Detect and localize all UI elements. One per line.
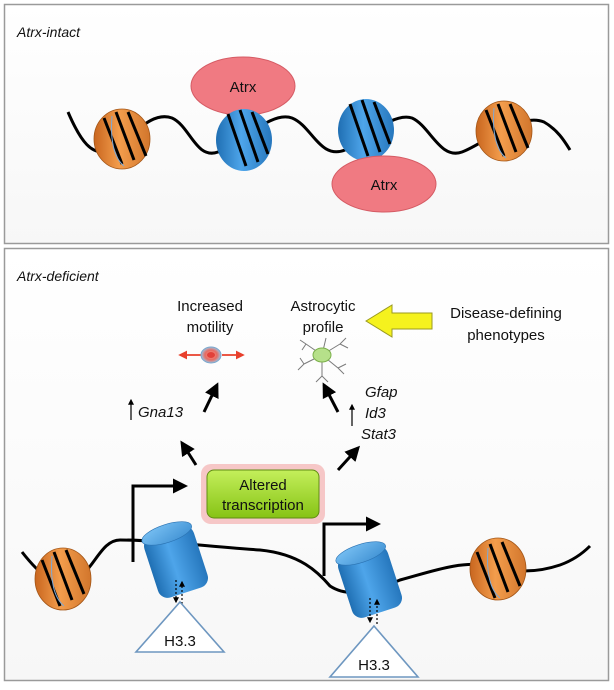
atrx-label-top: Atrx: [230, 79, 257, 96]
nucleosome-orange-top-left: [93, 108, 151, 170]
nucleosome-blue-bottom-left: [141, 521, 209, 598]
astrocytic-profile-line1: Astrocytic: [290, 298, 356, 315]
arrow-to-motility: [202, 382, 219, 413]
panel-top-title: Atrx-intact: [16, 24, 81, 40]
h33-label-right: H3.3: [358, 657, 390, 674]
atrx-protein-bottom: Atrx: [331, 155, 437, 213]
h33-triangle-left: H3.3: [134, 600, 226, 653]
astrocyte-icon: [297, 337, 349, 383]
tss-arrow-left: [131, 478, 188, 562]
arrow-to-gfap: [336, 445, 361, 472]
disease-defining-line1: Disease-defining: [450, 305, 562, 322]
altered-transcription-line1: Altered: [239, 477, 287, 494]
altered-transcription-box: Altered transcription: [201, 464, 325, 524]
nucleosome-blue-top-1: [216, 109, 272, 171]
gene-gfap: Gfap: [365, 384, 398, 401]
altered-transcription-line2: transcription: [222, 497, 304, 514]
atrx-protein-top: Atrx: [190, 56, 296, 116]
nucleosome-blue-bottom-right: [335, 541, 403, 618]
arrow-to-astrocytic: [322, 382, 340, 413]
gene-id3: Id3: [365, 405, 387, 422]
moving-cell-icon: [178, 346, 245, 364]
atrx-label-bottom: Atrx: [371, 177, 398, 194]
yellow-arrow-icon: [365, 304, 433, 338]
gene-gna13: Gna13: [138, 404, 184, 421]
nucleosome-blue-top-2: [338, 99, 394, 161]
increased-motility-line2: motility: [187, 319, 234, 336]
tss-arrow-right: [322, 516, 381, 576]
astrocytic-profile-line2: profile: [303, 319, 344, 336]
gene-stat3: Stat3: [361, 426, 397, 443]
disease-defining-line2: phenotypes: [467, 327, 545, 344]
nucleosome-orange-top-right: [475, 100, 533, 162]
nucleosome-orange-bottom-left: [34, 547, 92, 611]
h33-label-left: H3.3: [164, 633, 196, 650]
h33-triangle-right: H3.3: [328, 624, 420, 678]
panel-bottom-title: Atrx-deficient: [16, 268, 100, 284]
h33-exchange-arrows-right: [367, 598, 380, 624]
nucleosome-orange-bottom-right: [469, 537, 527, 601]
increased-motility-line1: Increased: [177, 298, 243, 315]
arrow-to-gna13: [180, 440, 198, 466]
